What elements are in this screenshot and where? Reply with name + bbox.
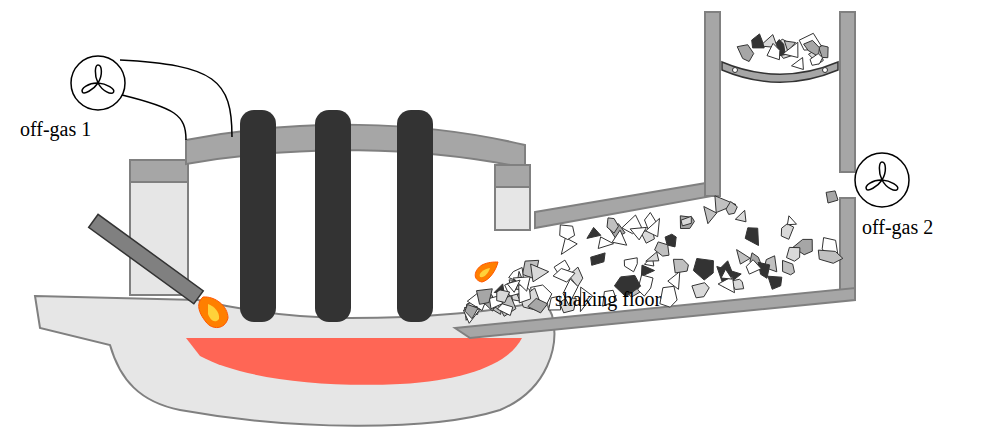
scrap-piece xyxy=(693,259,713,281)
scrap-piece xyxy=(792,58,804,70)
scrap-piece xyxy=(810,54,823,66)
electrode xyxy=(315,110,351,322)
scrap-piece xyxy=(737,45,754,62)
scrap-piece xyxy=(737,250,751,265)
scrap-piece xyxy=(726,202,737,215)
scrap-piece xyxy=(681,216,691,226)
scrap-piece xyxy=(507,280,520,292)
scrap-piece xyxy=(497,304,512,316)
scrap-piece xyxy=(646,218,660,236)
scrap-piece xyxy=(673,259,688,273)
scrap-piece xyxy=(721,269,732,279)
tunnel-cover xyxy=(535,182,712,228)
scrap-piece xyxy=(591,253,605,265)
burner-flame xyxy=(208,304,219,321)
scrap-piece xyxy=(746,260,761,274)
scrap-pieces xyxy=(463,33,843,323)
scrap-piece xyxy=(767,43,780,59)
label-text: off-gas 2 xyxy=(862,216,933,238)
scrap-piece xyxy=(607,218,619,233)
right-wall xyxy=(495,185,530,230)
shaft-wall xyxy=(705,12,720,196)
burner-flame xyxy=(480,268,490,277)
scrap-piece xyxy=(531,264,549,282)
scrap-piece xyxy=(826,191,838,203)
off-gas-duct xyxy=(120,60,232,137)
burner-flame xyxy=(199,297,228,328)
scrap-piece xyxy=(680,216,694,229)
off-gas-duct xyxy=(122,95,186,140)
molten-bath xyxy=(186,338,522,385)
scrap-piece xyxy=(560,225,575,240)
off-gas-fan xyxy=(855,153,909,207)
scrap-piece xyxy=(528,298,548,313)
scrap-piece xyxy=(641,265,654,276)
scrap-piece xyxy=(818,250,843,263)
left-wall-top xyxy=(130,160,188,182)
scrap-piece xyxy=(787,216,796,225)
scrap-piece xyxy=(587,227,601,238)
label-text: off-gas 1 xyxy=(20,118,91,140)
scrap-piece xyxy=(668,272,680,290)
scrap-piece xyxy=(561,238,577,255)
scrap-piece xyxy=(477,289,493,305)
scrap-piece xyxy=(660,286,677,307)
shaft-wall xyxy=(840,12,855,172)
scrap-piece xyxy=(704,207,717,224)
shaft-wall xyxy=(840,198,855,292)
scrap-piece xyxy=(497,290,510,303)
furnace-roof xyxy=(186,125,525,168)
scrap-piece xyxy=(735,210,746,222)
scrap-piece xyxy=(783,260,795,274)
scrap-piece xyxy=(598,237,613,249)
burner-flame xyxy=(475,262,498,282)
scrap-piece xyxy=(719,261,732,281)
scrap-piece xyxy=(465,305,478,319)
oxygen-lance xyxy=(89,214,204,303)
scrap-piece xyxy=(630,227,646,240)
label-text: shaking floor xyxy=(555,288,661,310)
scrap-piece xyxy=(752,34,765,48)
scrap-piece xyxy=(612,230,627,245)
furnace-vessel xyxy=(35,296,554,426)
scrap-piece xyxy=(624,258,637,272)
electrode xyxy=(240,110,276,322)
right-wall-top xyxy=(495,165,530,187)
scrap-piece xyxy=(758,262,770,278)
scrap-piece xyxy=(783,42,798,57)
scrap-piece xyxy=(646,252,659,261)
scrap-piece xyxy=(745,228,758,246)
electrode xyxy=(397,110,433,322)
electrodes xyxy=(240,110,433,322)
charging-bucket xyxy=(722,62,838,82)
off-gas-fan xyxy=(71,56,125,110)
scrap-piece xyxy=(692,283,709,298)
scrap-piece xyxy=(787,247,800,261)
scrap-piece xyxy=(768,276,782,289)
scrap-piece xyxy=(781,224,793,240)
